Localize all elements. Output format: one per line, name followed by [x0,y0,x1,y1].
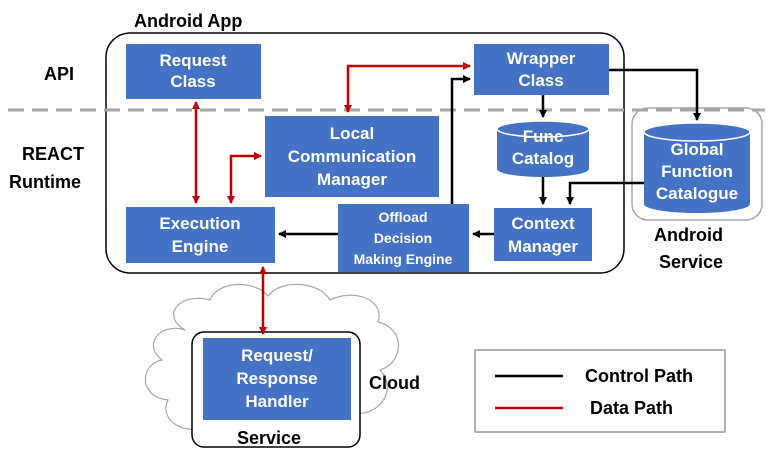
func-catalog-text-2: Catalog [512,149,574,168]
control-path-global-context [566,181,644,205]
runtime-label: Runtime [9,172,81,192]
react-label: REACT [22,144,84,164]
legend-data-label: Data Path [590,398,673,418]
global-catalogue-text-1: Global [671,140,724,159]
local-comm-text-3: Manager [317,170,387,189]
local-comm-text-2: Communication [288,147,416,166]
legend-control-label: Control Path [585,366,693,386]
service-label: Service [237,428,301,448]
offload-text-2: Decision [374,230,432,246]
local-comm-text-1: Local [330,124,374,143]
context-manager-text-2: Manager [508,237,578,256]
offload-text-3: Making Engine [354,251,453,267]
offload-text-1: Offload [379,209,428,225]
execution-engine-text-1: Execution [159,214,240,233]
context-manager-box [494,208,592,261]
execution-engine-box [126,207,275,263]
data-path-local-wrapper [344,62,471,113]
android-service-label-1: Android [654,225,723,245]
wrapper-class-text-1: Wrapper [507,49,576,68]
api-label: API [44,64,74,84]
execution-engine-text-2: Engine [172,237,229,256]
handler-text-3: Handler [245,392,309,411]
request-class-text-2: Class [170,72,215,91]
control-path-wrapper-global [609,68,701,121]
global-catalogue-cylinder [643,122,751,213]
wrapper-class-box [474,44,609,95]
android-app-container [105,32,625,274]
func-catalog-text-1: Func [523,127,564,146]
request-class-box [126,44,261,99]
control-path-offload-wrapper [450,75,471,204]
offload-box [338,204,469,272]
wrapper-class-text-2: Class [518,71,563,90]
android-service-label-2: Service [659,252,723,272]
handler-text-1: Request/ [241,346,313,365]
android-app-label: Android App [134,11,242,31]
global-catalogue-text-3: Catalogue [656,184,738,203]
handler-text-2: Response [236,369,317,388]
legend-box [474,349,726,433]
handler-box [203,338,351,420]
func-catalog-cylinder [496,120,590,177]
context-manager-text-1: Context [511,214,575,233]
data-path-exec-local [227,152,262,204]
local-comm-box [265,116,439,197]
request-class-text-1: Request [159,51,226,70]
cloud-label: Cloud [369,373,420,393]
global-catalogue-text-2: Function [661,162,733,181]
